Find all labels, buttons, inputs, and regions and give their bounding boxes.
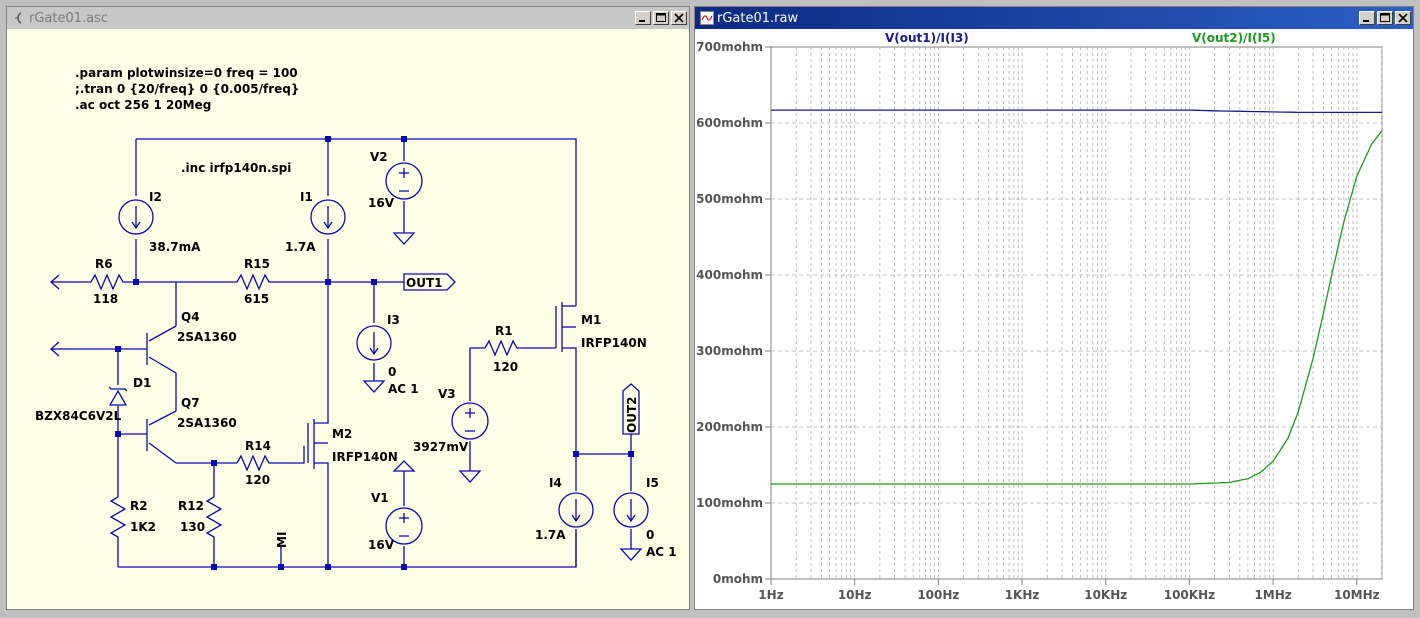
x-tick-label: 1MHz (1254, 588, 1291, 602)
i4-name: I4 (549, 476, 562, 490)
d1-name: D1 (133, 376, 151, 390)
i1-name: I1 (300, 190, 313, 204)
current-sources (118, 199, 649, 528)
diode-d1 (108, 386, 128, 406)
i3-value: 0 (388, 365, 396, 379)
net-flags (280, 273, 640, 549)
legend-label-1: V(out1)/I(I3) (885, 31, 969, 45)
plot-frame (770, 46, 1383, 580)
v1-name: V1 (371, 491, 389, 505)
v1-value: 16V (368, 538, 395, 552)
q7-value: 2SA1360 (177, 416, 237, 430)
x-tick-label: 10KHz (1084, 588, 1127, 602)
x-tick-label: 10MHz (1334, 588, 1380, 602)
plot-legend: V(out1)/I(I3) V(out2)/I(I5) (885, 31, 1276, 45)
x-tick-label: 100KHz (1164, 588, 1215, 602)
waveform-window[interactable]: rGate01.raw 0mohm 100mohm 200mohm 300mohm 40… (694, 6, 1414, 610)
i2-value: 38.7mA (149, 240, 201, 254)
i1-value: 1.7A (285, 240, 316, 254)
m1-name: M1 (581, 313, 601, 327)
plot-grid (770, 46, 1383, 580)
r6-name: R6 (95, 257, 113, 271)
waveform-minimize-button[interactable] (1359, 11, 1375, 25)
series-line-2 (771, 130, 1383, 485)
r6-value: 118 (93, 292, 118, 306)
i3-ac: AC 1 (388, 382, 419, 396)
wires (66, 138, 632, 568)
y-tick-label: 700mohm (696, 40, 763, 54)
schematic-svg: .param plotwinsize=0 freq = 100 ;.tran 0… (35, 66, 677, 570)
y-tick-label: 100mohm (696, 496, 763, 510)
ground-symbols (50, 232, 643, 561)
r15-value: 615 (244, 292, 269, 306)
i3-name: I3 (387, 313, 400, 327)
plot-pane[interactable]: 0mohm 100mohm 200mohm 300mohm 400mohm 500mohm… (695, 29, 1413, 609)
directive-ac: .ac oct 256 1 20Meg (75, 98, 211, 112)
i2-name: I2 (149, 190, 162, 204)
y-tick-label: 200mohm (696, 420, 763, 434)
q4-name: Q4 (181, 310, 200, 324)
y-tick-label: 600mohm (696, 116, 763, 130)
m2-value: IRFP140N (332, 450, 398, 464)
series-line-1 (771, 109, 1382, 114)
waveform-title: rGate01.raw (717, 10, 799, 26)
waveform-titlebar[interactable]: rGate01.raw (695, 7, 1413, 29)
r1-value: 120 (493, 360, 518, 374)
legend-label-2: V(out2)/I(I5) (1192, 31, 1276, 45)
r15-name: R15 (244, 257, 270, 271)
v3-value: 3927mV (413, 440, 469, 454)
net-label-mi: MI (275, 532, 289, 548)
i5-value: 0 (646, 528, 654, 542)
schematic-window[interactable]: rGate01.asc (6, 6, 690, 610)
r12-value: 130 (180, 520, 205, 534)
y-tick-label: 500mohm (696, 192, 763, 206)
v2-name: V2 (370, 150, 388, 164)
net-label-out1: OUT1 (406, 276, 442, 290)
directive-param: .param plotwinsize=0 freq = 100 (75, 66, 298, 80)
close-button[interactable] (671, 11, 687, 25)
y-tick-label: 0mohm (713, 572, 763, 586)
maximize-button[interactable] (653, 11, 669, 25)
v2-value: 16V (368, 196, 395, 210)
schematic-icon (12, 11, 26, 25)
q7-name: Q7 (181, 396, 200, 410)
junction-dots (115, 136, 634, 570)
resistors (90, 273, 521, 541)
waveform-close-button[interactable] (1395, 11, 1411, 25)
i5-name: I5 (646, 476, 659, 490)
x-tick-label: 10Hz (838, 588, 872, 602)
schematic-canvas[interactable]: .param plotwinsize=0 freq = 100 ;.tran 0… (11, 31, 685, 605)
plot-svg: 0mohm 100mohm 200mohm 300mohm 400mohm 500mohm… (696, 31, 1383, 602)
r1-name: R1 (495, 324, 513, 338)
x-tick-label: 1KHz (1005, 588, 1040, 602)
voltage-sources (385, 162, 489, 545)
plot-series (771, 109, 1383, 485)
i5-ac: AC 1 (646, 545, 677, 559)
r2-name: R2 (130, 499, 148, 513)
x-tick-label: 100Hz (917, 588, 959, 602)
d1-value: BZX84C6V2L (35, 409, 122, 423)
r2-value: 1K2 (130, 520, 156, 534)
i4-value: 1.7A (535, 528, 566, 542)
plot-ticks: 0mohm 100mohm 200mohm 300mohm 400mohm 500mohm… (696, 40, 1379, 602)
waveform-maximize-button[interactable] (1377, 11, 1393, 25)
directive-include: .inc irfp140n.spi (181, 161, 291, 175)
net-label-out2: OUT2 (625, 397, 639, 433)
v3-name: V3 (438, 387, 456, 401)
minimize-button[interactable] (635, 11, 651, 25)
waveform-icon (700, 11, 714, 25)
y-tick-label: 400mohm (696, 268, 763, 282)
q4-value: 2SA1360 (177, 330, 237, 344)
r12-name: R12 (178, 499, 204, 513)
r14-name: R14 (245, 439, 271, 453)
x-tick-label: 1Hz (758, 588, 783, 602)
r14-value: 120 (245, 473, 270, 487)
directive-tran: ;.tran 0 {20/freq} 0 {0.005/freq} (75, 82, 299, 96)
y-tick-label: 300mohm (696, 344, 763, 358)
schematic-titlebar[interactable]: rGate01.asc (7, 7, 689, 29)
m2-name: M2 (332, 427, 352, 441)
schematic-title: rGate01.asc (29, 10, 109, 26)
m1-value: IRFP140N (581, 336, 647, 350)
